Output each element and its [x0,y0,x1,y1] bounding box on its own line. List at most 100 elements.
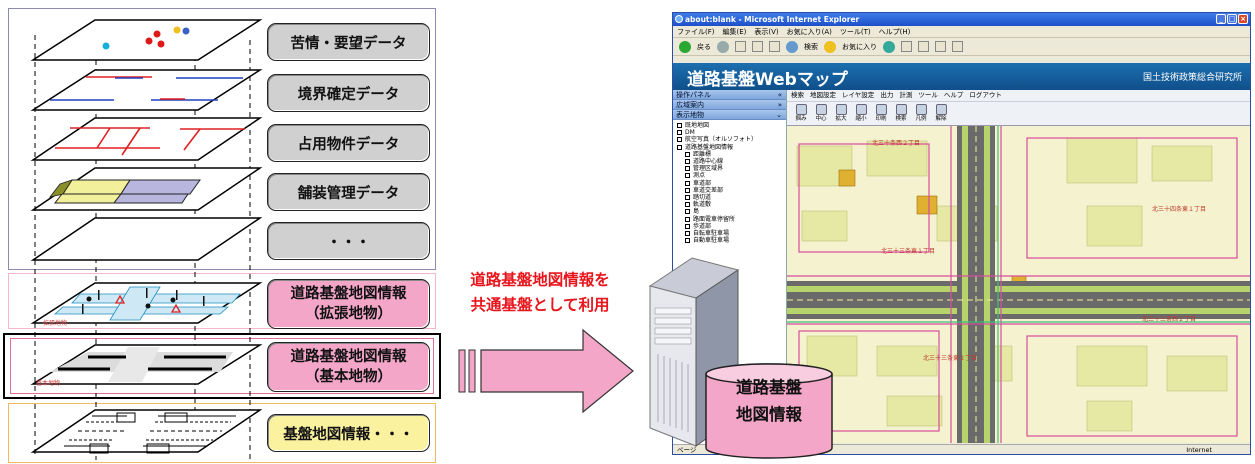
collapse-icon[interactable]: « [777,91,782,99]
minimize-button[interactable]: _ [1216,14,1226,24]
feature-checkbox[interactable] [685,173,690,179]
feature-list-item[interactable]: 自転車駐車場 [677,230,786,237]
feature-list-item[interactable]: 測点 [677,172,786,179]
feature-checkbox[interactable] [685,209,690,215]
feature-checkbox[interactable] [685,151,690,157]
feature-list-item[interactable]: 道路基盤地図情報 [677,144,786,151]
map-tool-button[interactable]: 縮小 [853,104,869,122]
refresh-icon[interactable] [752,41,763,52]
map-tool-button[interactable]: 解除 [933,104,949,122]
map-tool-button[interactable]: 掴み [793,104,809,122]
menu-favorites[interactable]: お気に入り(A) [786,28,832,36]
feature-list-item[interactable]: 軌道敷 [677,201,786,208]
feature-list-item[interactable]: 島 [677,208,786,215]
feature-checkbox[interactable] [685,231,690,237]
history-icon[interactable] [883,40,895,53]
menu-edit[interactable]: 編集(E) [722,28,747,36]
caption-line1: 道路基盤地図情報を [470,271,610,289]
favorites-button[interactable]: お気に入り [842,42,877,51]
map-menu-item[interactable]: 地図設定 [810,91,836,99]
map-menu-item[interactable]: ツール [918,91,938,99]
tab-display-features-label: 表示地物 [676,111,704,119]
complaint-marker [153,30,161,38]
feature-label: 道路中心線 [693,158,724,166]
database-label: 道路基盤 地図情報 [706,374,832,428]
favorites-star-icon[interactable] [824,40,836,53]
tab-display-features[interactable]: 表示地物 ⌄ [673,110,786,120]
feature-checkbox[interactable] [677,137,682,143]
feature-checkbox[interactable] [685,166,690,172]
feature-checkbox[interactable] [677,144,682,150]
maximize-button[interactable]: □ [1227,14,1237,24]
feature-list-item[interactable]: 自動車駐車場 [677,237,786,244]
map-menu-item[interactable]: 出力 [880,91,894,99]
operation-panel-header[interactable]: 操作パネル « [673,90,786,100]
tab-wide-area-label: 広域案内 [676,101,704,109]
map-tool-button[interactable]: 拡大 [833,104,849,122]
edit-icon[interactable] [935,41,946,52]
feature-list-item[interactable]: 道路中心線 [677,158,786,165]
feature-checkbox[interactable] [677,130,682,136]
feature-list-item[interactable]: 管理区域界 [677,165,786,172]
back-button[interactable]: 戻る [697,42,711,51]
feature-list-item[interactable]: 既地地図 [677,122,786,129]
map-menu-item[interactable]: 検索 [791,91,804,99]
menu-tools[interactable]: ツール(T) [839,28,871,36]
feature-checkbox[interactable] [685,180,690,186]
feature-checkbox[interactable] [685,216,690,222]
map-tool-button[interactable]: 検索 [893,104,909,122]
expand-icon[interactable]: » [777,101,782,109]
feature-checkbox[interactable] [685,223,690,229]
feature-list-item[interactable]: 距離標 [677,151,786,158]
chevron-down-icon[interactable]: ⌄ [776,111,782,119]
stop-icon[interactable] [735,41,746,52]
feature-checkbox[interactable] [685,238,690,244]
base-map-layer-frame [8,403,436,463]
print-icon[interactable] [918,41,929,52]
map-menu-item[interactable]: 計測 [899,91,913,99]
menu-view[interactable]: 表示(V) [754,28,779,36]
close-button[interactable]: × [1238,14,1248,24]
feature-label: 自動車駐車場 [693,237,730,245]
search-icon[interactable] [786,40,798,53]
feature-list-item[interactable]: 車道交差部 [677,187,786,194]
map-tool-button[interactable]: 印刷 [873,104,889,122]
menu-file[interactable]: ファイル(F) [677,28,715,36]
map-canvas[interactable] [787,126,1251,443]
map-menu-item[interactable]: ログアウト [969,91,1002,99]
layer-plane-occupancy [30,117,263,161]
map-label-2: 北三十四条東１丁目 [1152,206,1207,213]
map-tool-icon [815,104,827,115]
feature-checkbox[interactable] [677,123,682,128]
layer-label-basic-line1: 道路基盤地図情報 [290,349,407,365]
search-button[interactable]: 検索 [804,42,818,51]
folder-icon[interactable] [952,41,963,52]
map-tool-button[interactable]: 凡例 [913,104,929,122]
menu-help[interactable]: ヘルプ(H) [878,28,911,36]
feature-checkbox[interactable] [685,202,690,208]
map-view[interactable]: 北三十条西２丁目 北三十四条東１丁目 北三十三条東１丁目 北三十三条西２丁目 北… [787,126,1251,443]
feature-list-item[interactable]: 踏切道 [677,194,786,201]
feature-list-item[interactable]: 航空写真（オルソフォト） [677,136,786,143]
map-menu-item[interactable]: レイヤ設定 [842,91,875,99]
back-arrow-icon[interactable] [679,40,691,53]
map-tool-button[interactable]: 中心 [813,104,829,122]
browser-titlebar: about:blank - Microsoft Internet Explore… [673,13,1250,26]
home-icon[interactable] [769,41,780,52]
feature-checkbox[interactable] [685,195,690,201]
feature-list-item[interactable]: 歩道部 [677,223,786,230]
tab-wide-area-guide[interactable]: 広域案内 » [673,100,786,110]
feature-list-item[interactable]: 車道部 [677,180,786,187]
feature-list-item[interactable]: DM [677,129,786,136]
feature-checkbox[interactable] [685,187,690,193]
map-menu: 検索地図設定レイヤ設定出力計測ツールヘルプログアウト [787,90,1250,102]
mail-icon[interactable] [901,41,912,52]
map-menu-item[interactable]: ヘルプ [943,91,964,99]
forward-arrow-icon[interactable] [717,40,729,53]
status-zone-text: Internet [1186,446,1212,454]
layer-label-extended-line2: （拡張地物） [305,306,392,322]
feature-checkbox[interactable] [685,159,690,165]
app-header: 道路基盤Webマップ 国土技術政策総合研究所 [673,63,1250,90]
map-label-5: 北三十三条東２丁目 [923,355,978,362]
feature-list-item[interactable]: 路面電車停留所 [677,216,786,223]
